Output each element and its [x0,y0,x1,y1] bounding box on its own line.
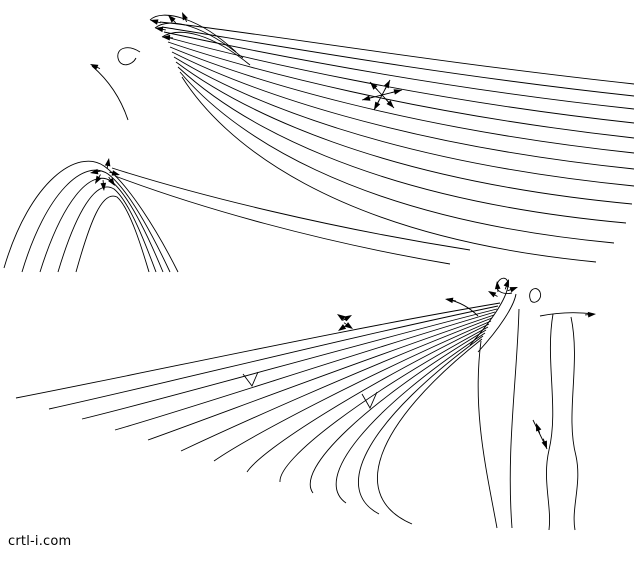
watermark: crtl-i.com [8,534,72,549]
arrowhead-icon [168,15,177,24]
arrowhead-icon [445,297,456,304]
arrowhead-icon [342,315,352,322]
flow-line [175,61,633,205]
flow-line [57,186,157,273]
flow-line [163,31,635,110]
arrowhead-icon [374,100,381,110]
arrowhead-icon [100,180,107,191]
flow-line [169,46,635,154]
arrowhead-icon [536,423,542,434]
flow-line [309,329,487,494]
arrowhead-icon [343,322,353,329]
flow-line [3,160,179,273]
flow-line [242,371,259,387]
arrowhead-icon [488,291,498,298]
arrowhead-icon [386,99,394,108]
flow-line [358,335,484,515]
flow-line [246,323,490,473]
flow-line [570,316,579,531]
arrowhead-icon [150,19,161,25]
flow-line [529,288,542,303]
arrowhead-icon [90,64,101,70]
flow-line [15,302,501,399]
arrowhead-icon [182,12,188,23]
arrowhead-icon [90,168,101,175]
flow-line [165,36,635,124]
arrowhead-icon [507,287,518,293]
arrowhead-icon [370,82,378,91]
flow-line [173,56,635,187]
flow-line [509,308,520,529]
flow-line [91,65,129,121]
flow-line [279,326,489,483]
flow-line [377,338,483,525]
arrowhead-icon [362,95,373,101]
flow-line [75,195,150,273]
flow-line [159,21,635,85]
arrowhead-icon [162,34,173,41]
flow-line [111,167,471,251]
flow-line [361,391,378,410]
flow-line [181,76,597,263]
flow-line [21,169,171,273]
flow-line [179,71,615,244]
arrowhead-icon [109,170,120,176]
arrowhead-icon [383,80,390,90]
flow-line [117,47,141,66]
flow-line [81,308,498,420]
flow-line [177,66,627,224]
flow-line [167,41,635,139]
flow-line [114,175,451,265]
flow-line [114,311,496,431]
flow-line [180,317,493,452]
flow-line [147,314,495,441]
flow-line [154,22,244,59]
arrowhead-icon [585,311,596,318]
flow-line [161,31,251,66]
flow-line [171,51,635,170]
flow-line [539,312,595,317]
arrowhead-icon [108,176,115,186]
arrowhead-icon [95,174,102,184]
flow-line [48,305,499,410]
flow-line [546,313,554,531]
flow-line [477,340,498,529]
flow-line [477,293,517,353]
arrowhead-icon [503,279,509,290]
flow-line [161,26,635,97]
flow-line [335,332,486,504]
arrowhead-icon [391,89,402,95]
flow-line [213,320,492,462]
arrowhead-icon [104,158,111,169]
arrowhead-icon [155,26,166,33]
flow-line [469,277,513,346]
arrowhead-icon [541,438,547,449]
arrowhead-icon [494,281,501,292]
